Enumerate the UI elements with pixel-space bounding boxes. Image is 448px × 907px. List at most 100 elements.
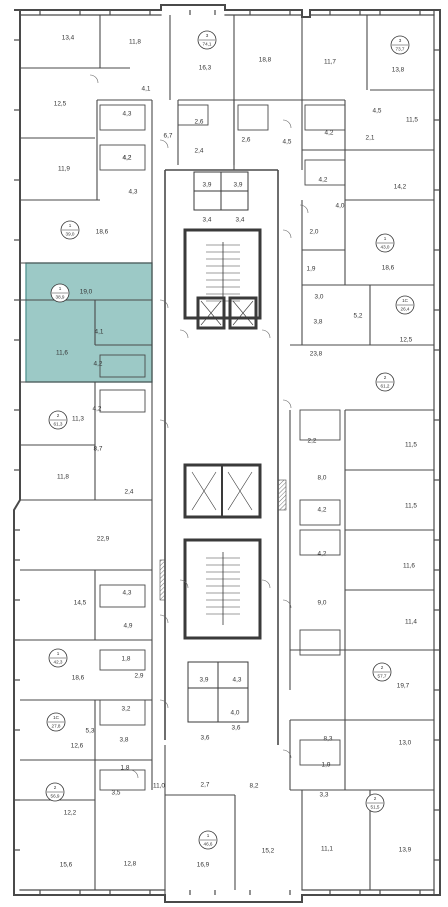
door-swing [282, 119, 292, 129]
room-area-label: 4,2 [325, 130, 334, 137]
apartment-badge[interactable]: 261,3 [48, 410, 68, 430]
badge-rooms: 3 [206, 33, 209, 38]
apartment-badge[interactable]: 373,7 [390, 35, 410, 55]
apartment-badge[interactable]: 146,6 [198, 830, 218, 850]
room-area-label: 4,2 [318, 551, 327, 558]
room-area-label: 2,7 [201, 782, 210, 789]
highlighted-apartment-lower[interactable] [26, 300, 152, 382]
corridor-walls [164, 169, 279, 745]
apartment-badge[interactable]: 374,1 [197, 30, 217, 50]
badge-area: 39,0 [66, 232, 75, 237]
room-area-label: 4,2 [123, 155, 132, 162]
apartment-badge[interactable]: 143,0 [375, 233, 395, 253]
apartment-badge[interactable]: 256,9 [45, 782, 65, 802]
door-swing [299, 204, 309, 214]
room-area-label: 4,0 [231, 710, 240, 717]
room-area-label: 4,9 [124, 623, 133, 630]
badge-rooms: 1С [402, 298, 409, 303]
room-area-label: 18,6 [72, 675, 85, 682]
door-swing [159, 699, 169, 709]
apartment-badge[interactable]: 139,0 [60, 220, 80, 240]
room-area-label: 2,6 [195, 119, 204, 126]
badge-area: 73,7 [396, 47, 405, 52]
room-area-label: 11,5 [405, 503, 417, 510]
door-swing [261, 579, 271, 589]
room-area-label: 8,0 [318, 475, 327, 482]
room-area-label: 11,0 [153, 783, 165, 790]
room-area-label: 2,9 [135, 673, 144, 680]
room-area-label: 12,2 [64, 810, 77, 817]
room-area-label: 4,1 [142, 86, 151, 93]
apartment-badge[interactable]: 251,5 [365, 793, 385, 813]
room-area-label: 16,3 [199, 65, 212, 72]
room-area-label: 11,8 [57, 474, 69, 481]
room-area-label: 3,6 [201, 735, 210, 742]
room-area-label: 5,2 [354, 313, 363, 320]
room-area-label: 1,8 [122, 656, 131, 663]
room-area-label: 19,7 [397, 683, 410, 690]
room-area-label: 8,2 [250, 783, 259, 790]
room-area-label: 2,1 [366, 135, 375, 142]
apartment-badge[interactable]: 138,9 [50, 283, 70, 303]
door-swing [159, 614, 169, 624]
apartment-badge[interactable]: 1С 26,4 [395, 295, 415, 315]
room-area-label: 12,5 [54, 101, 67, 108]
room-area-label: 11,1 [321, 846, 333, 853]
badge-area: 43,0 [381, 245, 390, 250]
room-area-label: 11,8 [129, 39, 141, 46]
room-area-label: 2,4 [195, 148, 204, 155]
door-swing [282, 399, 292, 409]
room-area-label: 4,3 [129, 189, 138, 196]
room-area-label: 11,5 [405, 442, 417, 449]
room-area-label: 3,5 [112, 790, 121, 797]
room-area-label: 18,6 [382, 265, 395, 272]
room-area-label: 18,6 [96, 229, 109, 236]
door-swing [282, 229, 292, 239]
apartment-badge[interactable]: 257,7 [372, 662, 392, 682]
room-area-label: 11,9 [58, 166, 70, 173]
room-area-label: 13,8 [392, 67, 405, 74]
room-area-label: 15,2 [262, 848, 275, 855]
room-area-label: 13,0 [399, 740, 412, 747]
room-area-label: 22,9 [97, 536, 110, 543]
doors [89, 74, 309, 779]
room-area-label: 4,3 [123, 111, 132, 118]
room-area-label: 4,3 [123, 590, 132, 597]
room-area-label: 16,9 [197, 862, 210, 869]
room-area-label: 1,9 [307, 266, 316, 273]
room-area-label: 12,8 [124, 861, 137, 868]
room-area-label: 12,6 [71, 743, 84, 750]
room-area-label: 4,2 [94, 361, 103, 368]
room-area-label: 2,0 [310, 229, 319, 236]
badge-area: 74,1 [203, 42, 212, 47]
badge-area: 46,6 [204, 842, 213, 847]
apartment-badges: 374,1373,7139,0143,0138,91С26,4261,2261,… [45, 30, 415, 850]
room-area-label: 3,4 [236, 217, 245, 224]
door-swing [179, 329, 189, 339]
room-area-label: 4,5 [373, 108, 382, 115]
windows [14, 10, 440, 895]
room-area-label: 19,0 [80, 289, 93, 296]
badge-area: 26,4 [401, 307, 410, 312]
door-swing [159, 139, 169, 149]
room-area-label: 3,6 [232, 725, 241, 732]
apartment-badge[interactable]: 142,3 [48, 648, 68, 668]
partition-walls [19, 15, 434, 895]
room-area-label: 2,6 [242, 137, 251, 144]
room-area-label: 3,4 [203, 217, 212, 224]
room-area-label: 2,2 [308, 438, 317, 445]
highlighted-apartment[interactable] [26, 263, 152, 300]
badge-rooms: 2 [384, 375, 387, 380]
room-area-label: 4,0 [336, 203, 345, 210]
badge-rooms: 1С [53, 715, 60, 720]
badge-area: 61,2 [381, 384, 390, 389]
outer-wall [13, 4, 441, 903]
room-area-label: 12,5 [400, 337, 413, 344]
room-area-label: 11,6 [403, 563, 415, 570]
room-area-label: 13,9 [399, 847, 412, 854]
apartment-badge[interactable]: 261,2 [375, 372, 395, 392]
